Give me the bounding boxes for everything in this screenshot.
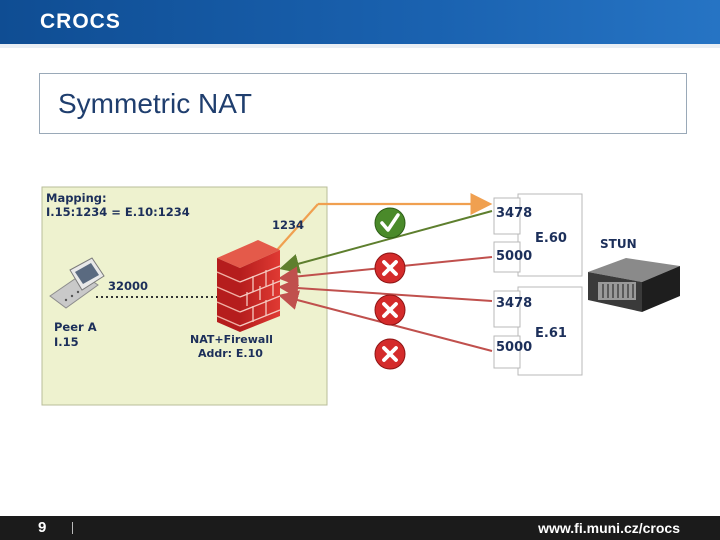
mapping-value: I.15:1234 = E.10:1234 [46,205,190,219]
stun-server-icon [588,258,680,312]
firewall-icon [216,240,281,332]
header-divider [0,44,720,48]
blocked-icon [374,338,406,370]
return-allowed-arrow [279,210,493,274]
peer-device-icon [49,257,105,309]
mapping-title: Mapping: [46,191,107,205]
outbound-arrow [276,203,319,251]
server-e60-port-bottom-label: 5000 [496,249,532,264]
footer-bar: 9 www.fi.muni.cz/crocs [0,516,720,540]
stun-label: STUN [600,237,637,251]
nat-addr: Addr: E.10 [198,347,263,360]
server-e60-box [517,193,583,277]
server-e61-port-top-label: 3478 [496,296,532,311]
nat-name: NAT+Firewall [190,333,273,346]
server-e61-port-bottom-label: 5000 [496,340,532,355]
server-e60-port-top [493,197,521,235]
server-e60-port-bottom [493,241,521,273]
blocked-icon [374,252,406,284]
title-box: Symmetric NAT [39,73,687,134]
slide-title: Symmetric NAT [58,88,252,119]
server-e60-addr: E.60 [535,231,567,246]
footer-separator [72,522,73,534]
server-e61-port-bottom [493,335,521,369]
server-e61-port-top [493,290,521,328]
port-32000-label: 32000 [108,279,148,293]
blocked-arrow-2 [278,278,493,302]
port-1234-label: 1234 [272,218,304,232]
footer-url: www.fi.muni.cz/crocs [538,520,680,536]
header-bar: CROCS [0,0,720,44]
crocs-logo: CROCS [40,10,121,33]
server-e61-box [517,286,583,376]
server-e60-port-top-label: 3478 [496,206,532,221]
peer-name: Peer A [54,320,97,334]
peer-addr: I.15 [54,335,79,349]
blocked-icon [374,294,406,326]
page-number: 9 [38,519,47,536]
check-icon [374,207,406,239]
server-e61-addr: E.61 [535,326,567,341]
